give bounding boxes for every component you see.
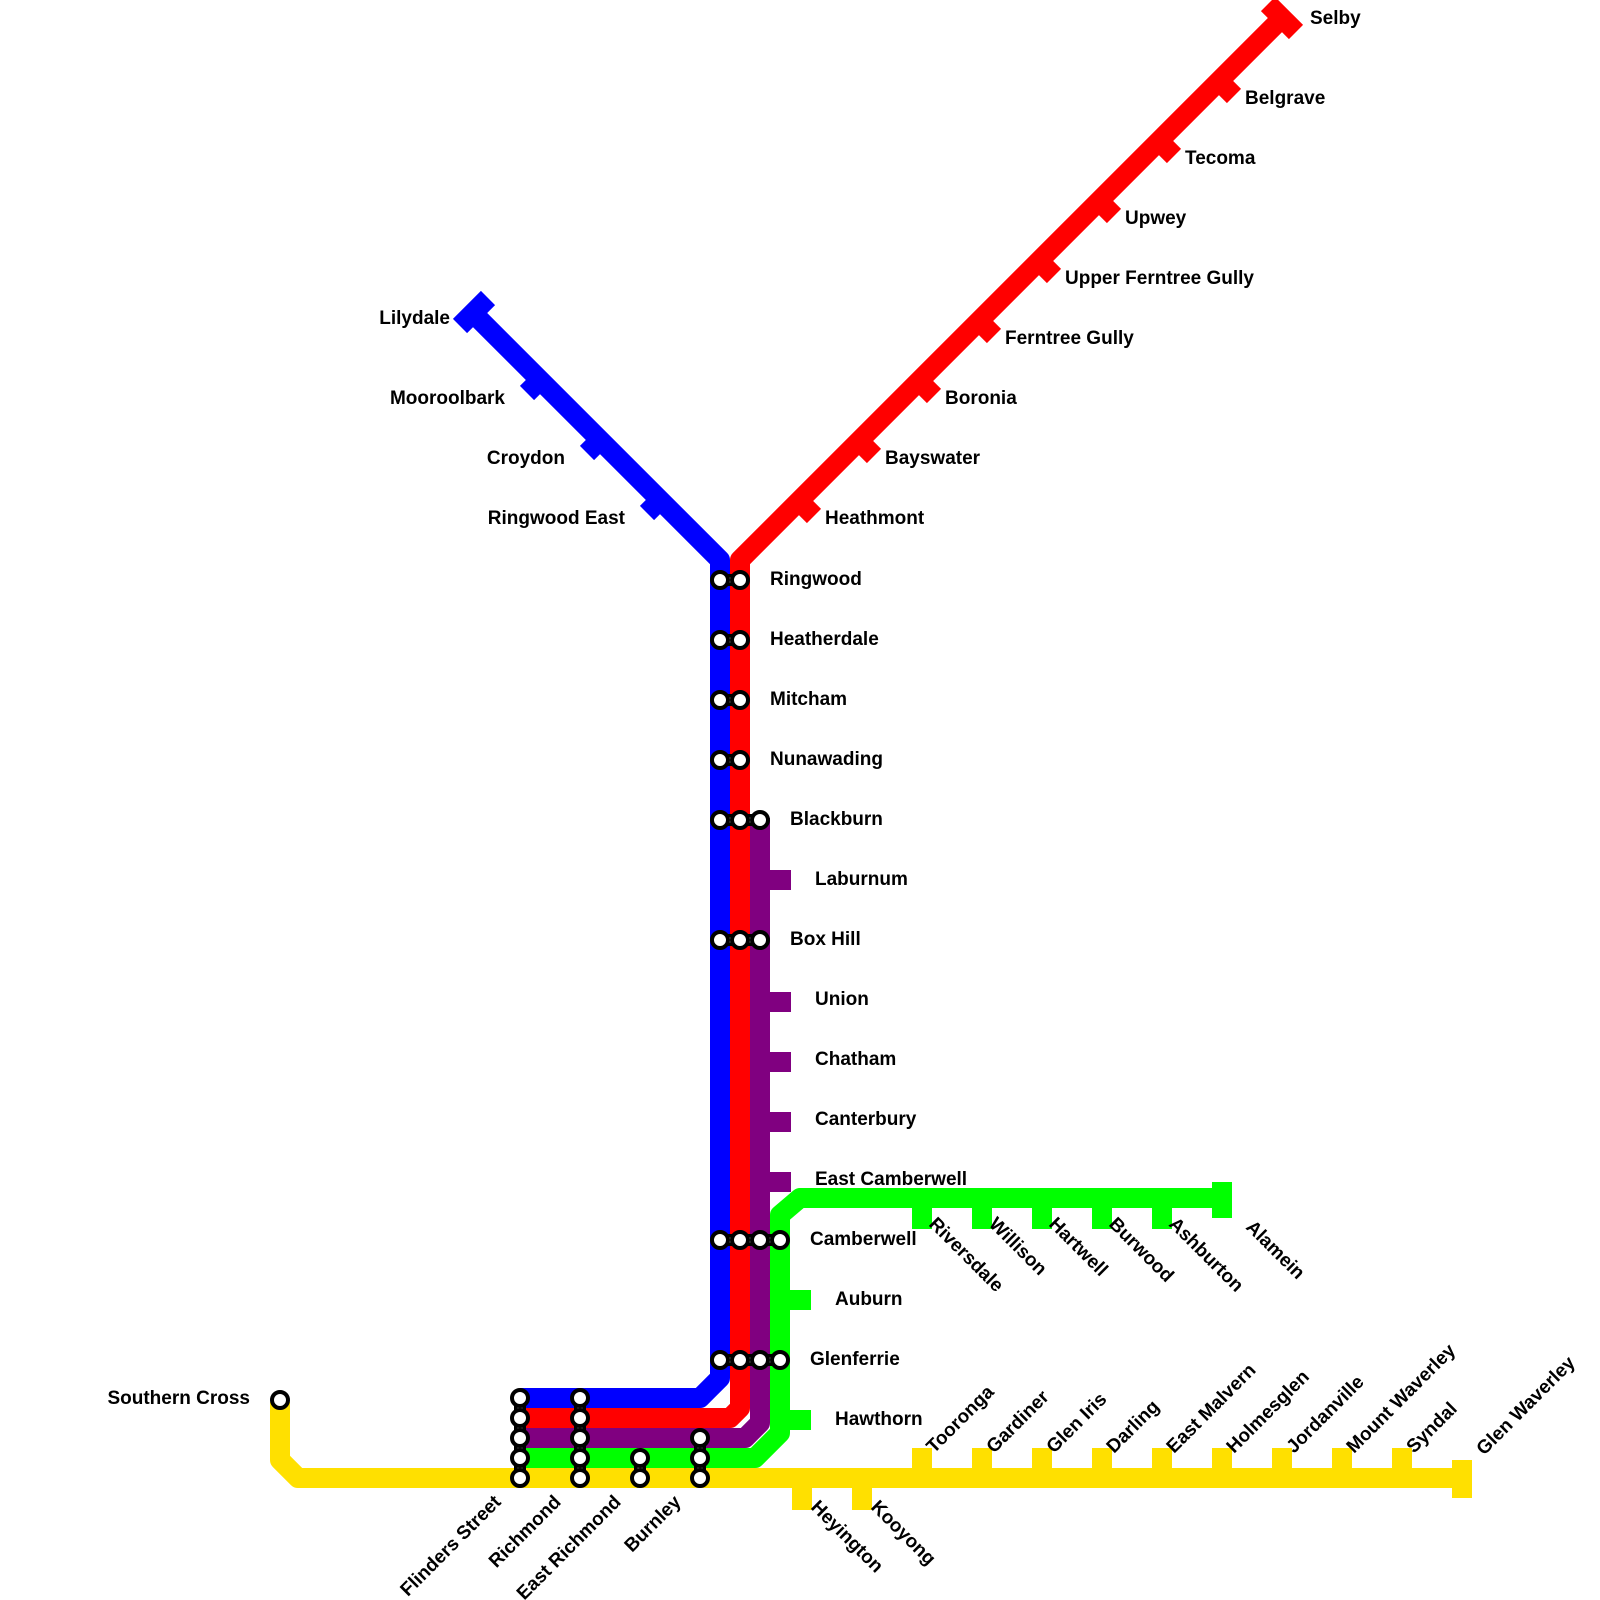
label-flinders-street: Flinders Street — [397, 1491, 506, 1600]
blue-line-ticks — [452, 290, 669, 521]
label-mount-waverley: Mount Waverley — [1343, 1340, 1461, 1458]
label-glen-iris: Glen Iris — [1043, 1389, 1112, 1458]
label-ringwood: Ringwood — [770, 569, 862, 590]
label-blackburn: Blackburn — [790, 809, 883, 830]
label-upper-ferntree-gully: Upper Ferntree Gully — [1065, 268, 1254, 289]
label-syndal: Syndal — [1403, 1399, 1462, 1458]
yellow-line — [270, 1402, 1462, 1488]
tick-heathmont — [792, 494, 822, 524]
terminus-tick-lilydale — [452, 290, 496, 334]
label-camberwell: Camberwell — [810, 1229, 917, 1250]
interchange-ringwood — [710, 570, 750, 590]
tick-boronia — [912, 374, 942, 404]
label-laburnum: Laburnum — [815, 869, 908, 890]
label-heatherdale: Heatherdale — [770, 629, 879, 650]
label-ashburton: Ashburton — [1164, 1214, 1247, 1297]
label-belgrave: Belgrave — [1245, 88, 1325, 109]
green-line-ticks — [780, 1182, 1232, 1430]
tick-mooroolbark — [519, 371, 549, 401]
interchange-blackburn — [710, 810, 770, 830]
red-line-ticks — [792, 0, 1304, 524]
label-union: Union — [815, 989, 869, 1010]
label-heathmont: Heathmont — [825, 508, 925, 529]
label-chatham: Chatham — [815, 1049, 896, 1070]
tick-ringwood-east — [639, 491, 669, 521]
label-croydon: Croydon — [487, 448, 565, 469]
label-boronia: Boronia — [945, 388, 1017, 409]
interchange-glenferrie — [710, 1350, 790, 1370]
city-interchanges — [270, 1388, 710, 1488]
label-nunawading: Nunawading — [770, 749, 883, 770]
label-alamein: Alamein — [1241, 1217, 1308, 1284]
tick-upper-ferntree-gully — [1032, 254, 1062, 284]
interchange-camberwell — [710, 1230, 790, 1250]
label-auburn: Auburn — [835, 1289, 903, 1310]
label-mitcham: Mitcham — [770, 689, 847, 710]
label-mooroolbark: Mooroolbark — [390, 388, 505, 409]
interchange-east-richmond — [630, 1448, 650, 1488]
label-east-camberwell: East Camberwell — [815, 1169, 967, 1190]
terminus-tick-selby — [1260, 0, 1304, 40]
green-line — [520, 1188, 1222, 1468]
label-ringwood-east: Ringwood East — [488, 508, 626, 529]
tick-bayswater — [852, 434, 882, 464]
tick-belgrave — [1212, 74, 1242, 104]
label-canterbury: Canterbury — [815, 1109, 917, 1130]
label-southern-cross: Southern Cross — [107, 1388, 250, 1409]
label-box-hill: Box Hill — [790, 929, 861, 950]
red-line — [520, 10, 1290, 1428]
trunk-interchanges — [710, 570, 790, 1370]
label-bayswater: Bayswater — [885, 448, 981, 469]
tick-upwey — [1092, 194, 1122, 224]
label-tecoma: Tecoma — [1185, 148, 1256, 169]
interchange-richmond — [570, 1388, 590, 1488]
label-glen-waverley: Glen Waverley — [1473, 1352, 1580, 1459]
label-upwey: Upwey — [1125, 208, 1187, 229]
interchange-burnley — [690, 1428, 710, 1488]
interchange-box-hill — [710, 930, 770, 950]
blue-line — [465, 305, 730, 1408]
label-east-richmond: East Richmond — [513, 1492, 626, 1600]
label-glenferrie: Glenferrie — [810, 1349, 900, 1370]
label-selby: Selby — [1310, 8, 1361, 29]
interchange-nunawading — [710, 750, 750, 770]
label-burnley: Burnley — [621, 1491, 686, 1556]
interchange-flinders-street — [510, 1388, 530, 1488]
yellow-line-ticks — [792, 1448, 1472, 1510]
purple-line-ticks — [760, 870, 791, 1192]
interchange-heatherdale — [710, 630, 750, 650]
label-hawthorn: Hawthorn — [835, 1409, 923, 1430]
label-ferntree-gully: Ferntree Gully — [1005, 328, 1134, 349]
tick-croydon — [579, 431, 609, 461]
label-lilydale: Lilydale — [379, 308, 450, 329]
interchange-mitcham — [710, 690, 750, 710]
station-southern-cross-marker — [270, 1390, 290, 1410]
tick-tecoma — [1152, 134, 1182, 164]
tick-ferntree-gully — [972, 314, 1002, 344]
